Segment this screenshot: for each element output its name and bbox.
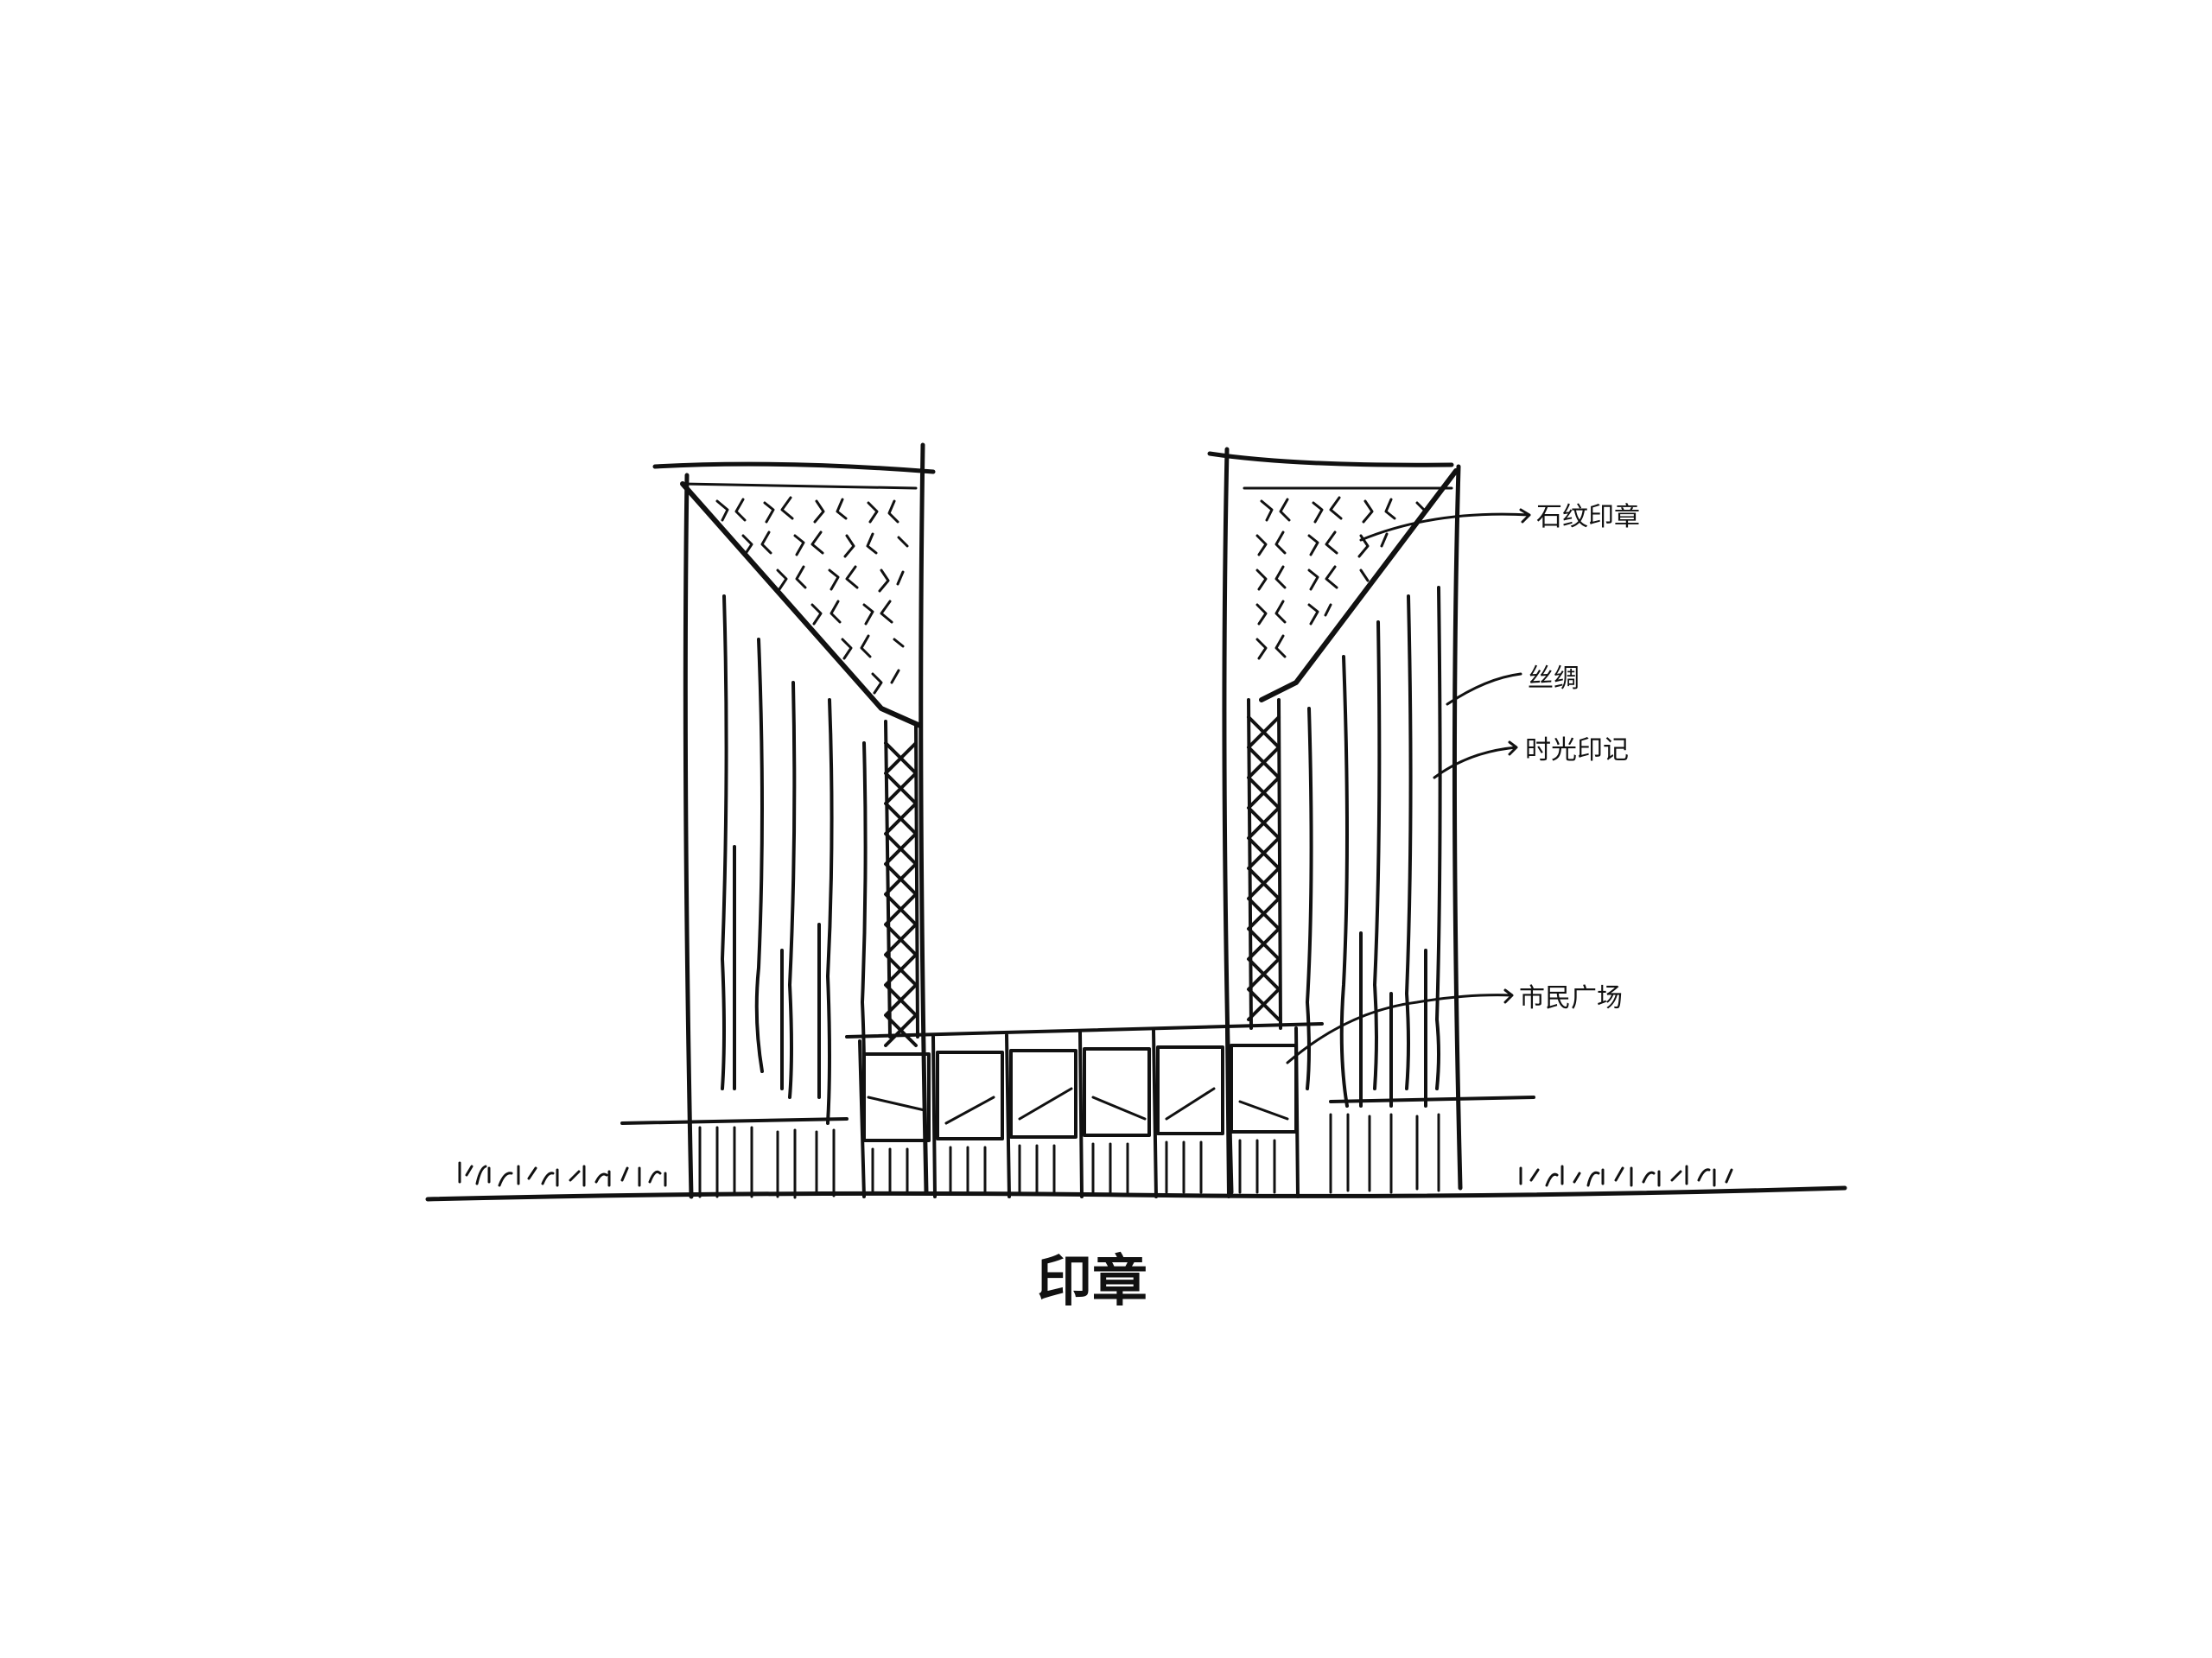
label-stone-seal: 石纹印章 (1536, 502, 1640, 532)
label-podium: 市民广场 (1519, 983, 1623, 1013)
right-tower (1207, 447, 1535, 1195)
left-tower (620, 442, 936, 1199)
annotation-leaders (1286, 508, 1531, 1064)
people-right (1519, 1165, 1733, 1187)
people-left (458, 1161, 667, 1187)
sketch-title: 印章 (1037, 1250, 1147, 1314)
podium (845, 1022, 1324, 1198)
label-time-imprint: 时光印记 (1525, 735, 1629, 765)
ground-line (425, 1185, 1847, 1202)
label-silk: 丝绸 (1528, 664, 1580, 694)
